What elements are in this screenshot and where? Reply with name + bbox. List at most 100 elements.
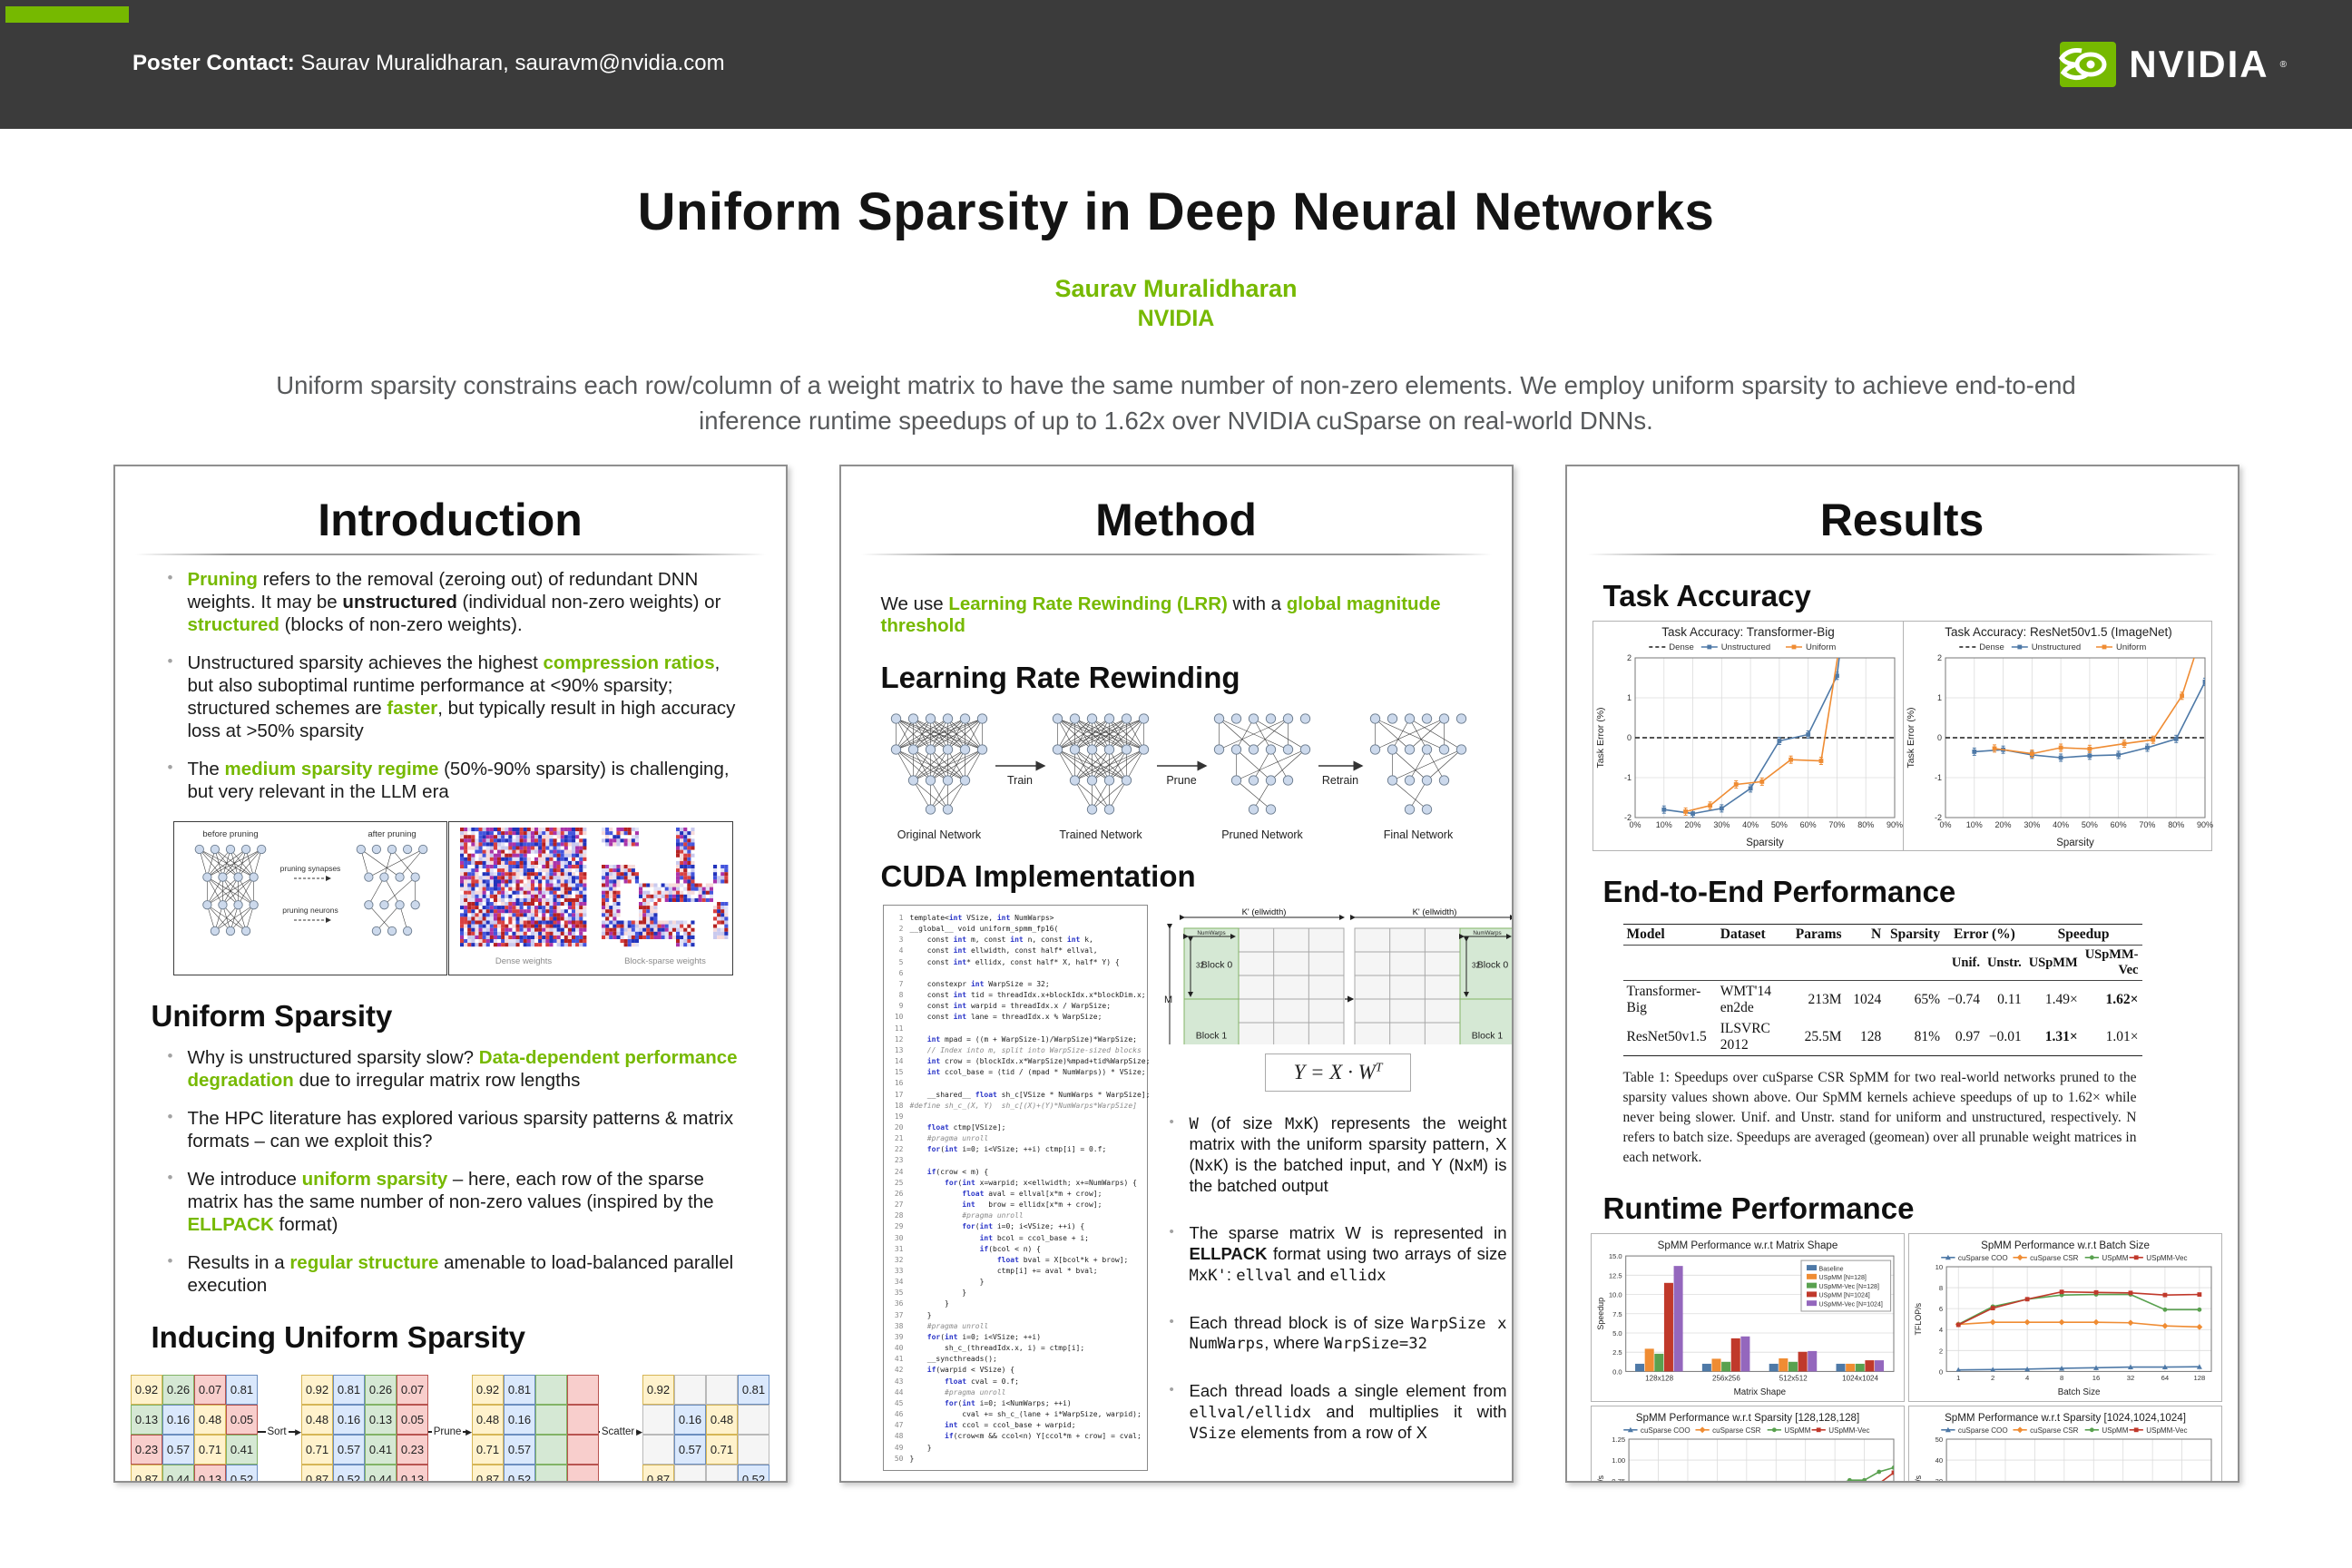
text-segment: The HPC literature has explored various … — [187, 1108, 734, 1152]
text-segment: (50%-90% sparsity) is challenging, but v… — [187, 759, 730, 802]
text-segment: ellval/ellidx — [1189, 1404, 1312, 1423]
svg-text:10%: 10% — [1655, 820, 1671, 829]
code-line: 3 const int m, const int n, const int k, — [898, 936, 1093, 945]
svg-text:50%: 50% — [2081, 820, 2097, 829]
matrix-cell: 0.48 — [194, 1405, 226, 1435]
text-segment: Unstructured sparsity achieves the highe… — [187, 652, 544, 673]
text-segment: NxK — [1194, 1156, 1223, 1175]
poster-title: Uniform Sparsity in Deep Neural Networks — [637, 182, 1715, 241]
matrix-cell: 0.07 — [397, 1375, 428, 1405]
matrix-cell: 0.48 — [472, 1405, 504, 1435]
text-segment: ellidx — [1329, 1266, 1387, 1285]
code-line: 29 for(int i=0; i<VSize; ++i) { — [894, 1222, 1085, 1231]
text-segment: medium sparsity regime — [224, 759, 439, 779]
svg-text:512x512: 512x512 — [1779, 1375, 1807, 1383]
matrix-cell — [567, 1405, 599, 1435]
table-cell: 0.11 — [1997, 991, 2022, 1007]
introduction-heading: Introduction — [318, 495, 583, 545]
svg-text:-1: -1 — [1623, 773, 1631, 782]
header-bar: Poster Contact: Saurav Muralidharan, sau… — [0, 0, 2352, 129]
matrix-cell: 0.57 — [504, 1435, 535, 1465]
text-segment: ELLPACK — [1189, 1243, 1268, 1263]
svg-text:40: 40 — [1935, 1456, 1943, 1465]
matrix-cell — [674, 1375, 706, 1405]
matrix-cell — [535, 1465, 567, 1481]
svg-text:NumWarps: NumWarps — [1197, 930, 1225, 936]
matrix-cell — [535, 1375, 567, 1405]
matrix-cell: 0.71 — [706, 1435, 738, 1465]
svg-text:SpMM Performance w.r.t Matrix: SpMM Performance w.r.t Matrix Shape — [1657, 1240, 1838, 1251]
text-segment: uniform sparsity — [301, 1169, 448, 1190]
matrix-cell: 0.16 — [162, 1405, 194, 1435]
spmm-matrix-shape: SpMM Performance w.r.t Matrix Shape0.02.… — [1596, 1240, 1894, 1397]
svg-text:SpMM Performance w.r.t Sparsit: SpMM Performance w.r.t Sparsity [1024,10… — [1945, 1412, 2186, 1424]
matrix-cell: 0.13 — [397, 1465, 428, 1481]
svg-text:2: 2 — [1626, 653, 1631, 662]
matrix-cell: 0.81 — [333, 1375, 365, 1405]
code-line: 14 int crow = (blockIdx.x*WarpSize)%mpad… — [894, 1057, 1151, 1066]
svg-text:-2: -2 — [1934, 813, 1941, 822]
svg-text:Pruned Network: Pruned Network — [1221, 828, 1303, 841]
svg-text:1: 1 — [1936, 693, 1941, 702]
svg-text:20%: 20% — [1684, 820, 1700, 829]
code-line: 18#define sh_c_(X, Y) sh_c[(X)+(Y)*NumWa… — [894, 1101, 1137, 1110]
matrix-cell — [642, 1435, 674, 1465]
cuda-heading: CUDA Implementation — [880, 859, 1196, 893]
code-line: 38 #pragma unroll — [894, 1321, 989, 1330]
code-line: 35 } — [894, 1289, 967, 1298]
code-line: 22 for(int i=0; i<VSize; ++i) ctmp[i] = … — [894, 1145, 1107, 1154]
svg-text:20%: 20% — [1994, 820, 2011, 829]
results-card: Results Task Accuracy Task Accuracy: Tra… — [1564, 465, 2239, 1483]
svg-text:30%: 30% — [1713, 820, 1730, 829]
code-line: 26 float aval = ellval[x*m + crow]; — [894, 1189, 1102, 1198]
code-line: 13 // Index into m, split into WarpSize-… — [894, 1045, 1142, 1054]
svg-text:TFLOP/s: TFLOP/s — [1914, 1302, 1923, 1335]
svg-text:64: 64 — [2161, 1374, 2169, 1382]
table-cell: 81% — [1885, 1018, 1945, 1056]
svg-text:USpMM: USpMM — [2102, 1426, 2128, 1435]
svg-text:Block 0: Block 0 — [1476, 960, 1508, 971]
transform-arrow: Scatter▶ — [599, 1426, 643, 1437]
svg-text:Baseline: Baseline — [1818, 1266, 1843, 1272]
text-segment: ellval — [1236, 1266, 1293, 1285]
table-cell: −0.74 — [1947, 991, 1980, 1007]
matrix-cell: 0.57 — [333, 1435, 365, 1465]
svg-text:Block 0: Block 0 — [1200, 960, 1232, 971]
code-line: 36 } — [894, 1299, 949, 1308]
svg-text:Sparsity: Sparsity — [2056, 838, 2094, 848]
separator — [1586, 554, 2218, 555]
svg-text:USpMM [N=128]: USpMM [N=128] — [1818, 1275, 1866, 1281]
svg-text:Unstructured: Unstructured — [2031, 642, 2080, 652]
svg-text:K' (ellwidth): K' (ellwidth) — [1241, 907, 1286, 917]
code-line: 7 constexpr int WarpSize = 32; — [898, 979, 1050, 988]
poster-contact: Poster Contact: Saurav Muralidharan, sau… — [132, 51, 725, 76]
spmm-sparsity-128-chart: SpMM Performance w.r.t Sparsity [128,128… — [1590, 1406, 1905, 1481]
svg-text:1: 1 — [1626, 693, 1631, 702]
svg-text:USpMM-Vec [N=1024]: USpMM-Vec [N=1024] — [1818, 1302, 1882, 1308]
table-subheader: Unstr. — [1983, 945, 2025, 981]
matrix-cell: 0.92 — [131, 1375, 162, 1405]
text-segment: compression ratios — [543, 652, 715, 673]
svg-text:10%: 10% — [1965, 820, 1982, 829]
table-header: Params — [1789, 924, 1846, 946]
code-line: 47 int ccol = ccol_base + warpid; — [894, 1421, 1076, 1430]
introduction-bullet-list: Pruning refers to the removal (zeroing o… — [166, 568, 746, 803]
text-segment: elements from a row of X — [1236, 1423, 1428, 1443]
text-segment: (of size — [1198, 1113, 1286, 1133]
svg-text:5.0: 5.0 — [1612, 1329, 1622, 1338]
matrix-cell: 0.52 — [333, 1465, 365, 1481]
code-line: 48 if(crow<m && ccol<n) Y[ccol*m + crow]… — [894, 1432, 1142, 1441]
matrix-cell: 0.23 — [397, 1435, 428, 1465]
matrix-cell: 0.16 — [504, 1405, 535, 1435]
poster-contact-label: Poster Contact: — [132, 51, 295, 75]
code-line: 32 float bval = X[bcol*k + brow]; — [894, 1255, 1129, 1264]
matrix-cell: 0.26 — [365, 1375, 397, 1405]
code-line: 41 __syncthreads(); — [894, 1355, 997, 1364]
text-segment: Learning Rate Rewinding (LRR) — [948, 593, 1228, 614]
svg-text:40%: 40% — [2053, 820, 2069, 829]
